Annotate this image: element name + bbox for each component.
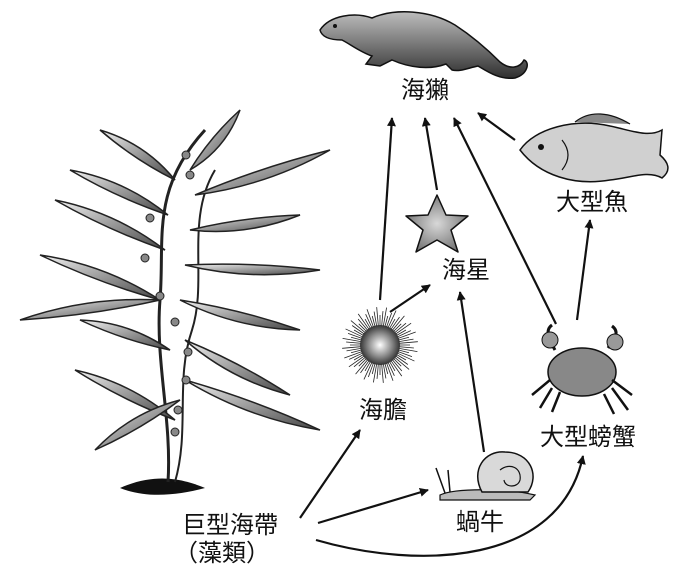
arrow-crab-to-fish [577, 220, 590, 320]
kelp-bulb [184, 348, 192, 356]
kelp-blade [100, 130, 175, 180]
large-fish-illustration [520, 114, 668, 182]
arrow-kelp-to-snail [318, 490, 428, 523]
arrow-snail-to-starfish [460, 292, 484, 452]
arrow-starfish-to-otter [425, 118, 437, 190]
kelp-blade [180, 300, 300, 330]
kelp-blade [20, 299, 160, 320]
kelp-blade [40, 255, 160, 300]
kelp-bulb [182, 376, 190, 384]
arrow-urchin-to-otter [380, 118, 392, 300]
kelp-bulb [171, 318, 179, 326]
label-giant-kelp: 巨型海帶 [182, 513, 278, 537]
sea-otter-illustration [320, 12, 527, 78]
kelp-bulb [146, 214, 154, 222]
label-sea-otter: 海獺 [401, 78, 449, 102]
label-starfish: 海星 [442, 258, 490, 282]
kelp-bulb [156, 292, 164, 300]
kelp-blade [185, 264, 320, 275]
large-crab-illustration [532, 325, 632, 414]
arrow-urchin-to-starfish [390, 285, 430, 312]
kelp-blade [195, 150, 330, 195]
label-large-crab: 大型螃蟹 [540, 425, 636, 449]
arrow-kelp-to-urchin [300, 430, 360, 518]
label-large-fish: 大型魚 [556, 190, 628, 214]
arrow-kelp-to-crab [316, 456, 583, 556]
kelp-blade [80, 320, 170, 350]
kelp-bulb [182, 151, 190, 159]
kelp-bulb [141, 254, 149, 262]
starfish-illustration [406, 195, 468, 252]
snail-illustration [436, 452, 535, 500]
kelp-blade [190, 215, 300, 231]
label-sea-urchin: 海膽 [359, 398, 407, 422]
arrow-fish-to-otter [478, 113, 515, 140]
kelp-bulb [174, 406, 182, 414]
giant-kelp-illustration [20, 110, 330, 495]
kelp-blade [185, 380, 320, 430]
label-snail: 蝸牛 [456, 510, 504, 534]
sea-urchin-illustration [342, 307, 418, 383]
label-algae: （藻類） [174, 541, 270, 565]
kelp-bulb [171, 428, 179, 436]
kelp-bulb [186, 171, 194, 179]
